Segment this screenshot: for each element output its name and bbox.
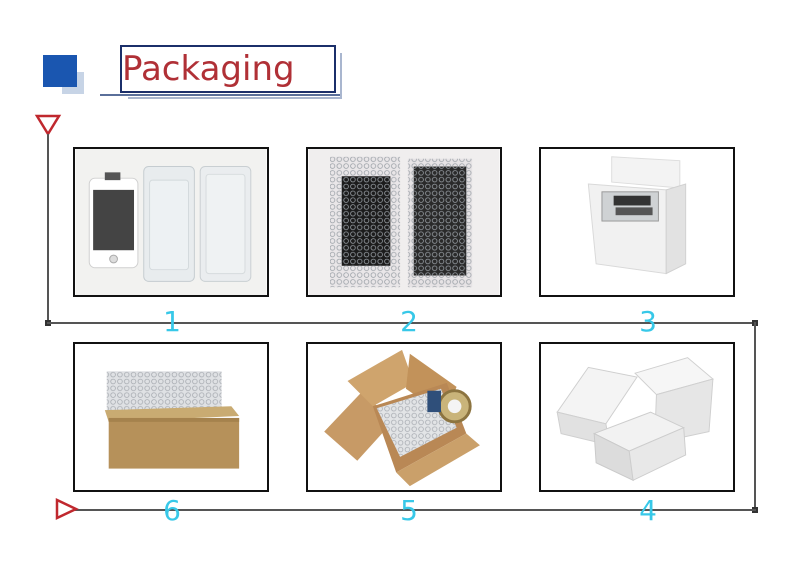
title-box-shadow bbox=[128, 53, 342, 99]
flow-end-arrow-icon bbox=[55, 498, 79, 520]
flow-line-2 bbox=[47, 322, 755, 324]
flow-line-3 bbox=[754, 322, 756, 510]
step-number-1: 1 bbox=[163, 305, 181, 338]
photo-white-box bbox=[539, 147, 735, 297]
step-number-6: 6 bbox=[163, 494, 181, 527]
photo-white-boxes bbox=[539, 342, 735, 492]
step-number-3: 3 bbox=[639, 305, 657, 338]
step-number-2: 2 bbox=[400, 305, 418, 338]
header-underline bbox=[100, 94, 340, 96]
step-number-5: 5 bbox=[400, 494, 418, 527]
page-title-text: Packaging bbox=[122, 49, 295, 89]
flow-start-arrow-icon bbox=[34, 114, 62, 137]
title-box bbox=[120, 45, 336, 93]
step-number-4: 4 bbox=[639, 494, 657, 527]
photo-cardboard-box-bubble bbox=[73, 342, 269, 492]
photo-bubble-wrapped-screens bbox=[306, 147, 502, 297]
flow-line-4 bbox=[75, 509, 756, 511]
page-title: Packaging bbox=[120, 47, 332, 91]
header-decor-square bbox=[43, 55, 77, 87]
photo-screen-and-tray bbox=[73, 147, 269, 297]
photo-open-box-with-tape bbox=[306, 342, 502, 492]
flow-line-1 bbox=[47, 134, 49, 324]
